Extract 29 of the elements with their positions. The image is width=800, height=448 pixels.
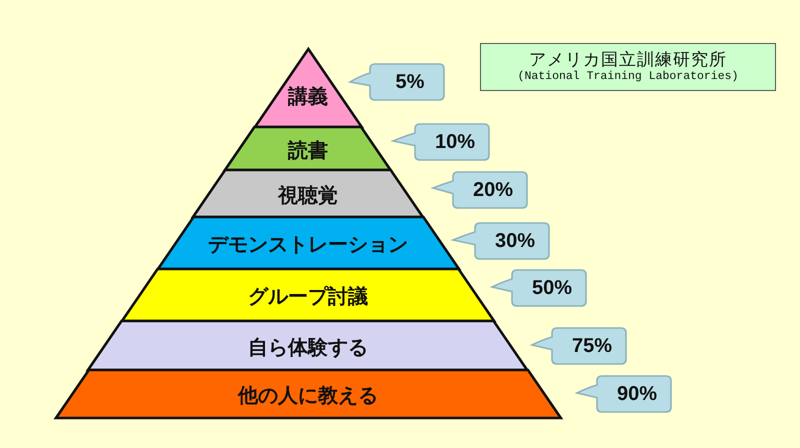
pyramid-tier [120,267,496,323]
speech-bubble [451,221,551,261]
tier-label: グループ討議 [246,284,369,308]
tier-label: 他の人に教える [236,383,379,407]
percent-label: 5% [394,70,426,94]
speech-bubble [575,374,673,414]
speech-bubble [431,170,529,210]
percent-label: 90% [616,382,658,406]
speech-bubble [348,62,446,102]
speech-bubble [530,326,628,366]
percent-label: 20% [472,178,514,202]
speech-bubble [490,268,588,308]
percent-label: 10% [434,130,476,154]
tier-label: 自ら体験する [246,334,369,358]
pyramid-tier [156,215,460,271]
speech-bubble [391,122,491,162]
percent-label: 75% [570,334,614,358]
title-box [480,43,776,91]
tier-label: 講義 [286,84,329,108]
institute-english-name: (National Training Laboratories) [518,70,738,84]
institute-name: アメリカ国立訓練研究所 [529,50,727,70]
pyramid-tier [54,368,562,420]
tier-label: 視聴覚 [276,182,339,206]
pyramid-tier [86,319,530,372]
tier-label: デモンストレーション [206,232,409,256]
pyramid-tier [191,168,425,219]
percent-label: 30% [494,229,536,253]
tier-label: 読書 [286,138,329,162]
percent-label: 50% [530,276,574,300]
